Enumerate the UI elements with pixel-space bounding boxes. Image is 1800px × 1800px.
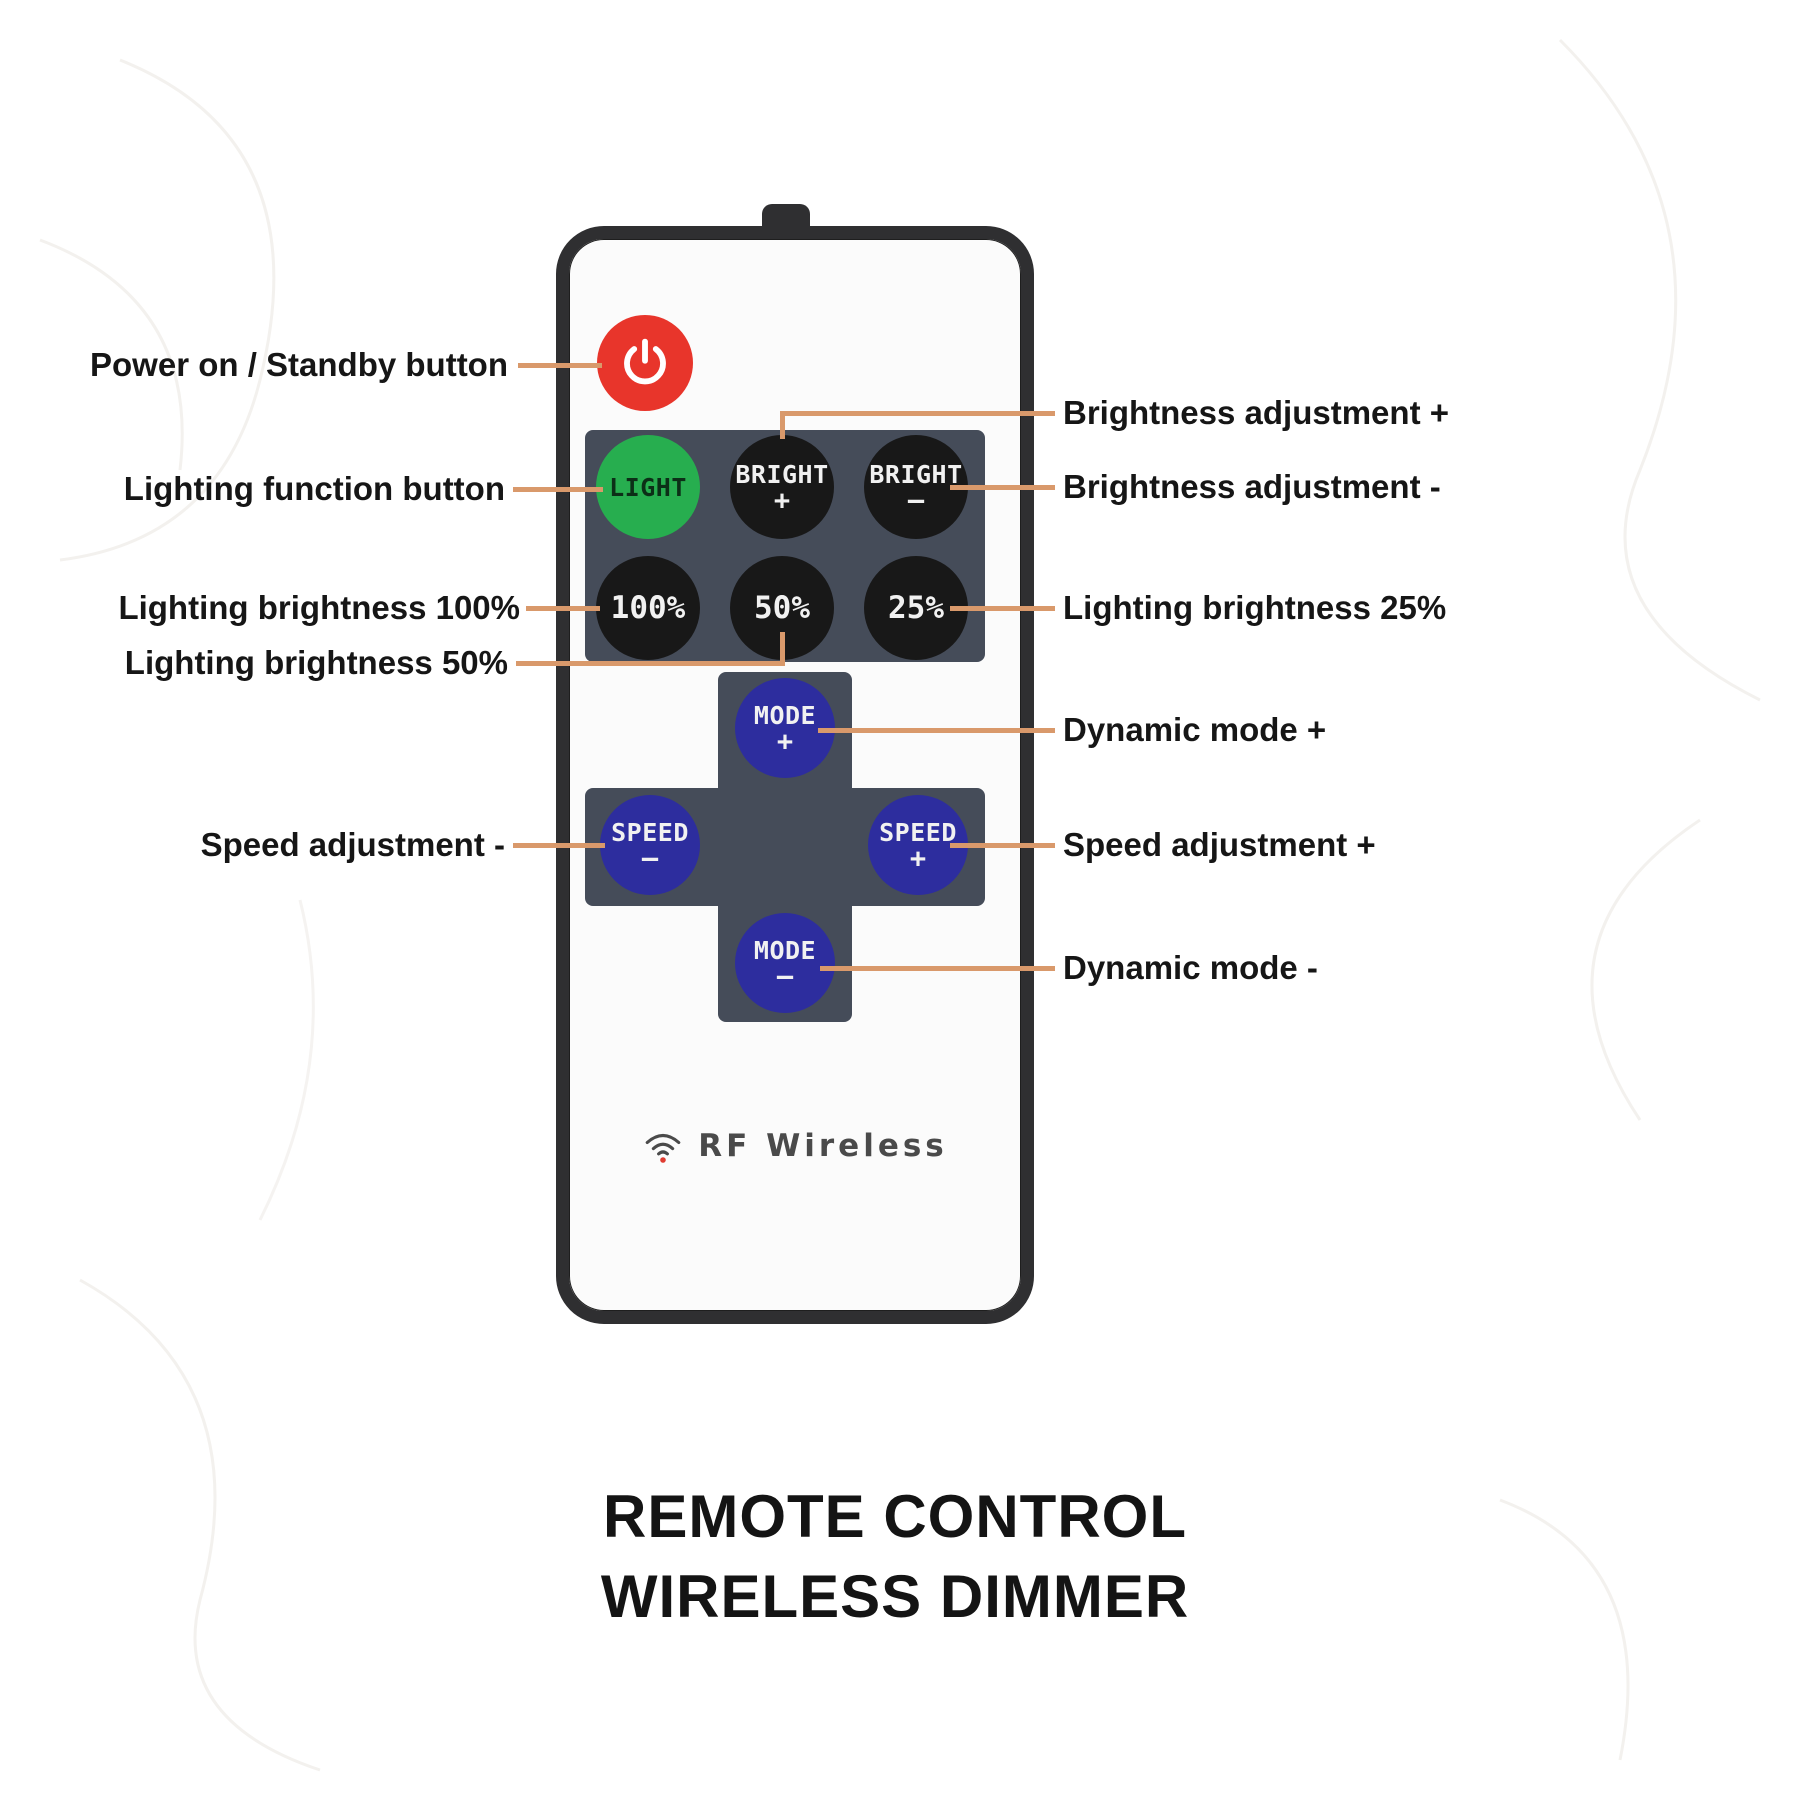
speed-minus-sign: — (641, 842, 659, 874)
mode-minus-label: MODE (753, 935, 817, 965)
power-icon (624, 338, 666, 385)
connector-dynamic-mode-minus (820, 966, 1055, 971)
bright-minus-sign: — (907, 484, 925, 516)
speed-minus-label: SPEED (611, 817, 689, 847)
brightness-100-label: 100% (610, 590, 686, 626)
connector-brightness-25 (950, 606, 1055, 611)
mode-plus-sign: + (776, 725, 794, 757)
diagram-title-line2: WIRELESS DIMMER (600, 1563, 1190, 1630)
connector-lighting-function (513, 487, 603, 492)
speed-plus-sign: + (909, 842, 927, 874)
annotation-lighting-function: Lighting function button (123, 470, 505, 507)
connector-brightness-50-vertical (780, 632, 785, 664)
annotation-brightness-adjust-minus: Brightness adjustment - (1063, 468, 1441, 505)
mode-minus-sign: — (776, 960, 794, 992)
mode-minus-button[interactable]: MODE — (735, 913, 835, 1013)
speed-plus-button[interactable]: SPEED + (868, 795, 968, 895)
annotation-dynamic-mode-minus: Dynamic mode - (1063, 949, 1318, 986)
bright-plus-button[interactable]: BRIGHT + (730, 435, 834, 539)
bright-plus-sign: + (773, 484, 791, 516)
connector-brightness-adjust-minus (950, 485, 1055, 490)
bright-plus-label: BRIGHT (735, 459, 829, 489)
annotation-brightness-50: Lighting brightness 50% (124, 644, 508, 681)
connector-brightness-50-horizontal (516, 661, 785, 666)
annotation-brightness-adjust-plus: Brightness adjustment + (1063, 394, 1449, 431)
connector-brightness-adjust-plus-vertical (780, 411, 785, 439)
rf-wireless-text: RF Wireless (698, 1128, 948, 1164)
connector-brightness-100 (526, 606, 600, 611)
diagram-title-line1: REMOTE CONTROL (603, 1483, 1187, 1550)
annotation-speed-minus: Speed adjustment - (200, 826, 505, 863)
speed-plus-label: SPEED (879, 817, 957, 847)
connector-power-standby (518, 363, 602, 368)
mode-plus-label: MODE (753, 700, 817, 730)
annotation-speed-plus: Speed adjustment + (1063, 826, 1376, 863)
connector-dynamic-mode-plus (818, 728, 1055, 733)
annotation-brightness-100: Lighting brightness 100% (118, 589, 520, 626)
brightness-25-label: 25% (888, 590, 944, 626)
connector-speed-minus (513, 843, 605, 848)
light-button-label: LIGHT (609, 472, 687, 502)
light-button[interactable]: LIGHT (596, 435, 700, 539)
annotation-power-standby: Power on / Standby button (90, 346, 508, 383)
connector-speed-plus (950, 843, 1055, 848)
annotation-dynamic-mode-plus: Dynamic mode + (1063, 711, 1327, 748)
power-button[interactable] (597, 315, 693, 411)
brightness-100-button[interactable]: 100% (596, 556, 700, 660)
speed-minus-button[interactable]: SPEED — (600, 795, 700, 895)
brightness-50-label: 50% (754, 590, 810, 626)
wifi-icon (645, 1133, 681, 1163)
rf-wireless-branding: RF Wireless (556, 1128, 1034, 1164)
annotation-brightness-25: Lighting brightness 25% (1063, 589, 1447, 626)
connector-brightness-adjust-plus-horizontal (780, 411, 1055, 416)
bright-minus-label: BRIGHT (869, 459, 963, 489)
